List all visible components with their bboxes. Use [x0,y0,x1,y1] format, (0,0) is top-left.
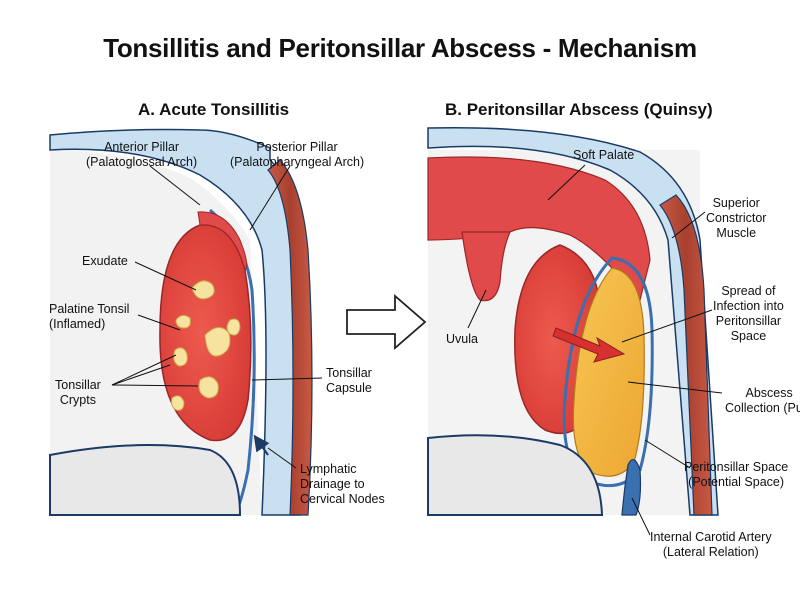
leader-superior-constrictor [671,211,706,239]
leader-exudate [134,261,197,291]
panel-b-carotid-artery [621,459,642,516]
panel-b-tongue [427,434,604,516]
leader-abscess [627,381,723,394]
panel-b-palate-mucosa [427,126,719,516]
panel-a-lymph-arrow [253,434,270,456]
label-abscess-collection: Abscess Collection (Pus) [725,386,800,415]
leader-capsule [251,377,323,381]
leader-crypt-1 [111,354,177,386]
leader-crypt-3 [111,384,199,387]
panel-b-abscess [572,267,645,477]
exudate-patch [173,347,188,367]
panel-a-tongue [49,444,242,516]
label-tonsillar-capsule: Tonsillar Capsule [326,366,372,395]
label-peritonsillar-space: Peritonsillar Space (Potential Space) [684,460,789,489]
panel-b-heading: B. Peritonsillar Abscess (Quinsy) [445,100,713,119]
page-title: Tonsillitis and Peritonsillar Abscess - … [103,33,697,63]
panel-b-uvula [461,231,511,302]
leader-peritonsillar-space [644,439,691,469]
label-posterior-pillar: Posterior Pillar (Palatopharyngeal Arch) [230,140,365,169]
exudate-patch [191,280,215,300]
leader-crypt-2 [111,364,171,386]
label-internal-carotid: Internal Carotid Artery (Lateral Relatio… [650,530,772,559]
panel-a-leader-lines [111,165,323,469]
panel-b-spread-arrow [552,327,626,363]
exudate-patch [198,376,219,399]
leader-uvula [467,289,487,329]
panel-a-heading: A. Acute Tonsillitis [138,100,290,119]
exudate-patch [171,395,185,411]
panel-b-leader-lines [467,164,723,536]
leader-soft-palate [547,164,586,201]
label-exudate: Exudate [82,254,128,268]
leader-anterior-pillar [149,165,201,206]
label-soft-palate: Soft Palate [573,148,635,162]
label-anterior-pillar: Anterior Pillar (Palatoglossal Arch) [86,140,198,169]
exudate-patch [204,327,231,357]
label-tonsillar-crypts: Tonsillar Crypts [55,378,101,407]
label-lymphatic-drainage: Lymphatic Drainage to Cervical Nodes [300,462,385,506]
label-uvula: Uvula [446,332,478,346]
exudate-patch [226,318,241,336]
transition-arrow [346,294,427,350]
label-superior-constrictor: Superior Constrictor Muscle [706,196,767,240]
label-spread-of-infection: Spread of Infection into Peritonsillar S… [713,284,784,343]
label-palatine-tonsil: Palatine Tonsil (Inflamed) [49,302,130,331]
panel-a-exudate-patches [171,280,241,411]
panel-b-illustration [427,126,719,516]
leader-lymphatic [267,447,297,469]
leader-spread [621,309,713,343]
panel-b-muscle [659,194,713,516]
exudate-patch [175,314,191,329]
leader-palatine-tonsil [137,314,181,331]
panel-b-capsule [562,256,654,488]
leader-posterior-pillar [249,165,291,231]
leader-carotid [631,497,651,536]
panel-a-illustration [49,128,313,516]
panel-a-pillar-tissue [197,211,248,271]
panel-a-muscle [267,159,313,516]
